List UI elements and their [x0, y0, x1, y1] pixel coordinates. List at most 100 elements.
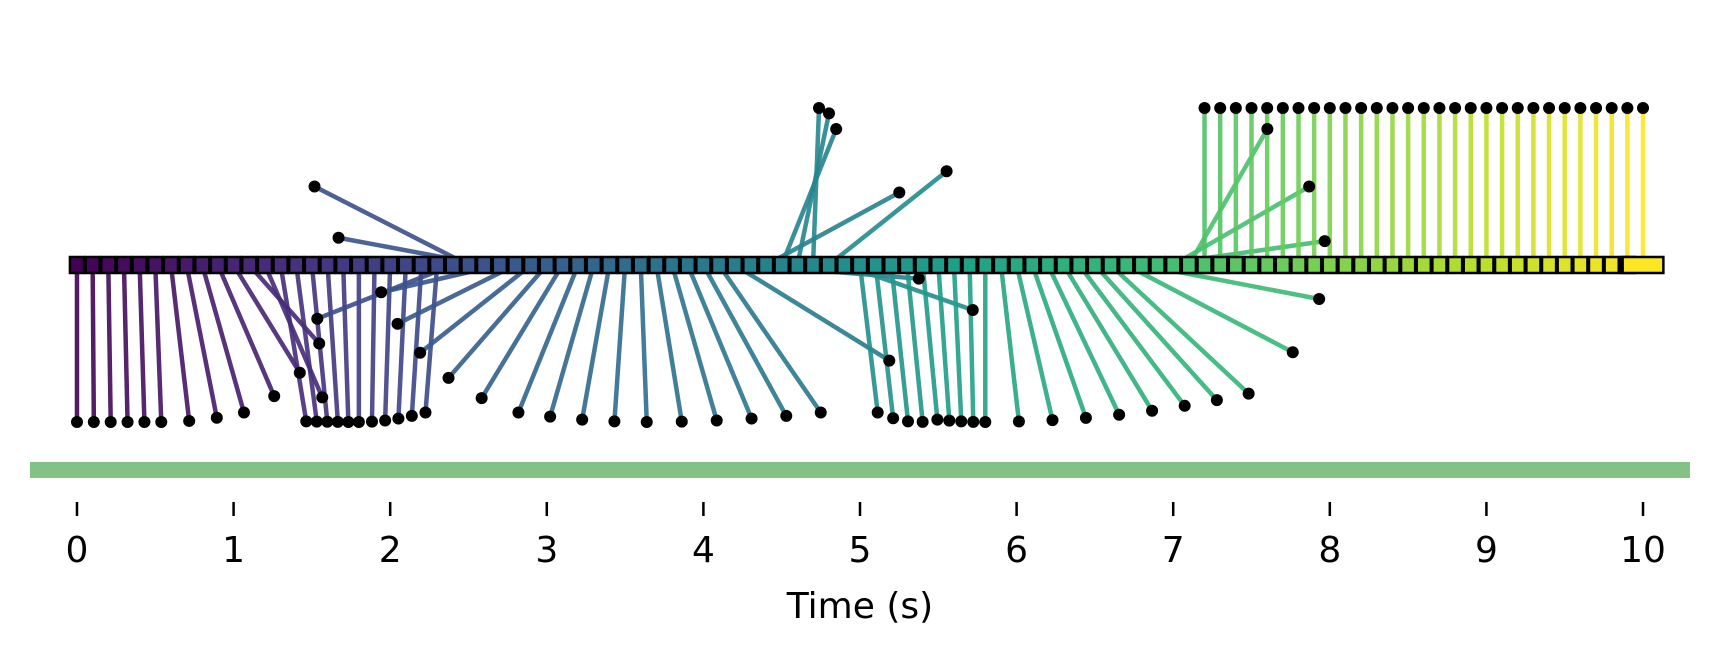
cart-marker	[616, 255, 634, 275]
pole-line	[340, 264, 351, 423]
cart-marker	[84, 255, 101, 275]
pole-line	[90, 264, 97, 423]
pole-line	[889, 264, 911, 422]
cart-marker	[1352, 255, 1370, 275]
pole-line	[951, 264, 964, 422]
cart-marker	[131, 255, 148, 275]
cart-marker	[663, 255, 681, 275]
cart-marker	[820, 255, 837, 275]
pole-tip-point	[822, 107, 835, 120]
pole-tip-point	[931, 413, 944, 426]
cart-marker	[1556, 255, 1574, 275]
pole-line	[1030, 264, 1089, 419]
cart-marker	[413, 255, 430, 275]
cart-marker	[601, 255, 618, 275]
pole-line	[1077, 263, 1187, 408]
cart-marker	[178, 255, 195, 275]
cart-marker	[1399, 255, 1417, 275]
pole-tip-point	[300, 415, 313, 428]
pole-tip-point	[313, 337, 326, 350]
pole-tip-point	[419, 406, 432, 419]
pole-tip-point	[1286, 346, 1299, 359]
x-tick-label: 2	[379, 530, 402, 571]
pole-line	[200, 264, 247, 414]
pole-line	[701, 263, 789, 418]
x-tick-label: 3	[535, 530, 558, 571]
pole-line	[904, 264, 925, 423]
cart-marker	[930, 255, 947, 275]
pole-tip-point	[1210, 394, 1223, 407]
pole-tip-point	[1590, 102, 1603, 114]
cart-marker	[209, 255, 227, 275]
pole-tip-point	[883, 354, 896, 367]
pole-line	[1186, 127, 1270, 267]
pole-tip-point	[871, 406, 884, 419]
cart-marker	[976, 255, 994, 275]
pole-tip-point	[342, 415, 355, 428]
cart-marker	[428, 255, 446, 275]
pole-tip-point	[916, 415, 929, 428]
pole-line	[325, 264, 341, 423]
pole-tip-point	[1527, 102, 1540, 114]
pole-line	[137, 264, 147, 423]
x-tick-label: 4	[692, 530, 715, 571]
pole-tip-point	[1012, 415, 1025, 428]
pole-tip-point	[331, 415, 344, 428]
cart-marker	[1337, 255, 1354, 275]
cart-marker	[68, 255, 86, 275]
pole-line	[873, 264, 896, 419]
cart-marker	[1196, 255, 1213, 275]
cart-marker	[522, 255, 540, 275]
pole-line	[1061, 263, 1155, 412]
pole-tip-point	[955, 415, 968, 428]
cart-marker	[1603, 255, 1620, 275]
pole-line	[967, 264, 976, 422]
cart-marker	[225, 255, 242, 275]
cart-marker	[1227, 255, 1245, 275]
cart-marker	[319, 255, 336, 275]
pole-line	[168, 264, 192, 422]
cart-marker	[491, 255, 509, 275]
cart-marker	[1431, 255, 1448, 275]
cart-marker	[569, 255, 587, 275]
cart-marker	[1587, 255, 1605, 275]
cart-marker	[757, 255, 775, 275]
cart-marker	[632, 255, 650, 275]
cart-marker	[1149, 255, 1166, 275]
pole-tip-point	[512, 406, 525, 419]
pole-tip-point	[183, 414, 196, 427]
cart-marker	[1415, 255, 1433, 275]
cart-marker	[162, 255, 180, 275]
pole-tip-point	[887, 412, 900, 425]
pole-tip-point	[268, 390, 281, 403]
cart-marker	[444, 255, 462, 275]
cart-marker	[460, 255, 477, 275]
pole-tip-point	[1079, 411, 1092, 424]
cart-marker	[1509, 255, 1527, 275]
pole-tip-point	[902, 415, 915, 428]
pole-tip-point	[391, 317, 404, 330]
pole-line	[579, 264, 612, 421]
pole-tip-point	[1292, 102, 1305, 114]
pole-tip-point	[87, 416, 100, 428]
pole-line	[1093, 263, 1219, 402]
cart-marker	[1446, 255, 1464, 275]
pole-tip-point	[1242, 387, 1255, 400]
cart-marker	[1540, 255, 1558, 275]
x-tick-label: 7	[1162, 530, 1185, 571]
pole-tip-point	[1386, 102, 1399, 114]
pole-tip-point	[1308, 102, 1321, 114]
pole-tip-point	[1214, 102, 1227, 114]
cart-marker	[397, 255, 415, 275]
pole-line	[827, 169, 949, 267]
pole-tip-point	[745, 412, 758, 425]
pole-line	[231, 263, 302, 374]
pole-tip-point	[442, 371, 455, 384]
cart-marker	[648, 255, 665, 275]
pole-tip-point	[155, 416, 168, 428]
pole-tip-point	[1449, 102, 1462, 114]
pole-line	[215, 264, 277, 398]
pole-line	[396, 264, 409, 419]
cart-marker	[1055, 255, 1072, 275]
